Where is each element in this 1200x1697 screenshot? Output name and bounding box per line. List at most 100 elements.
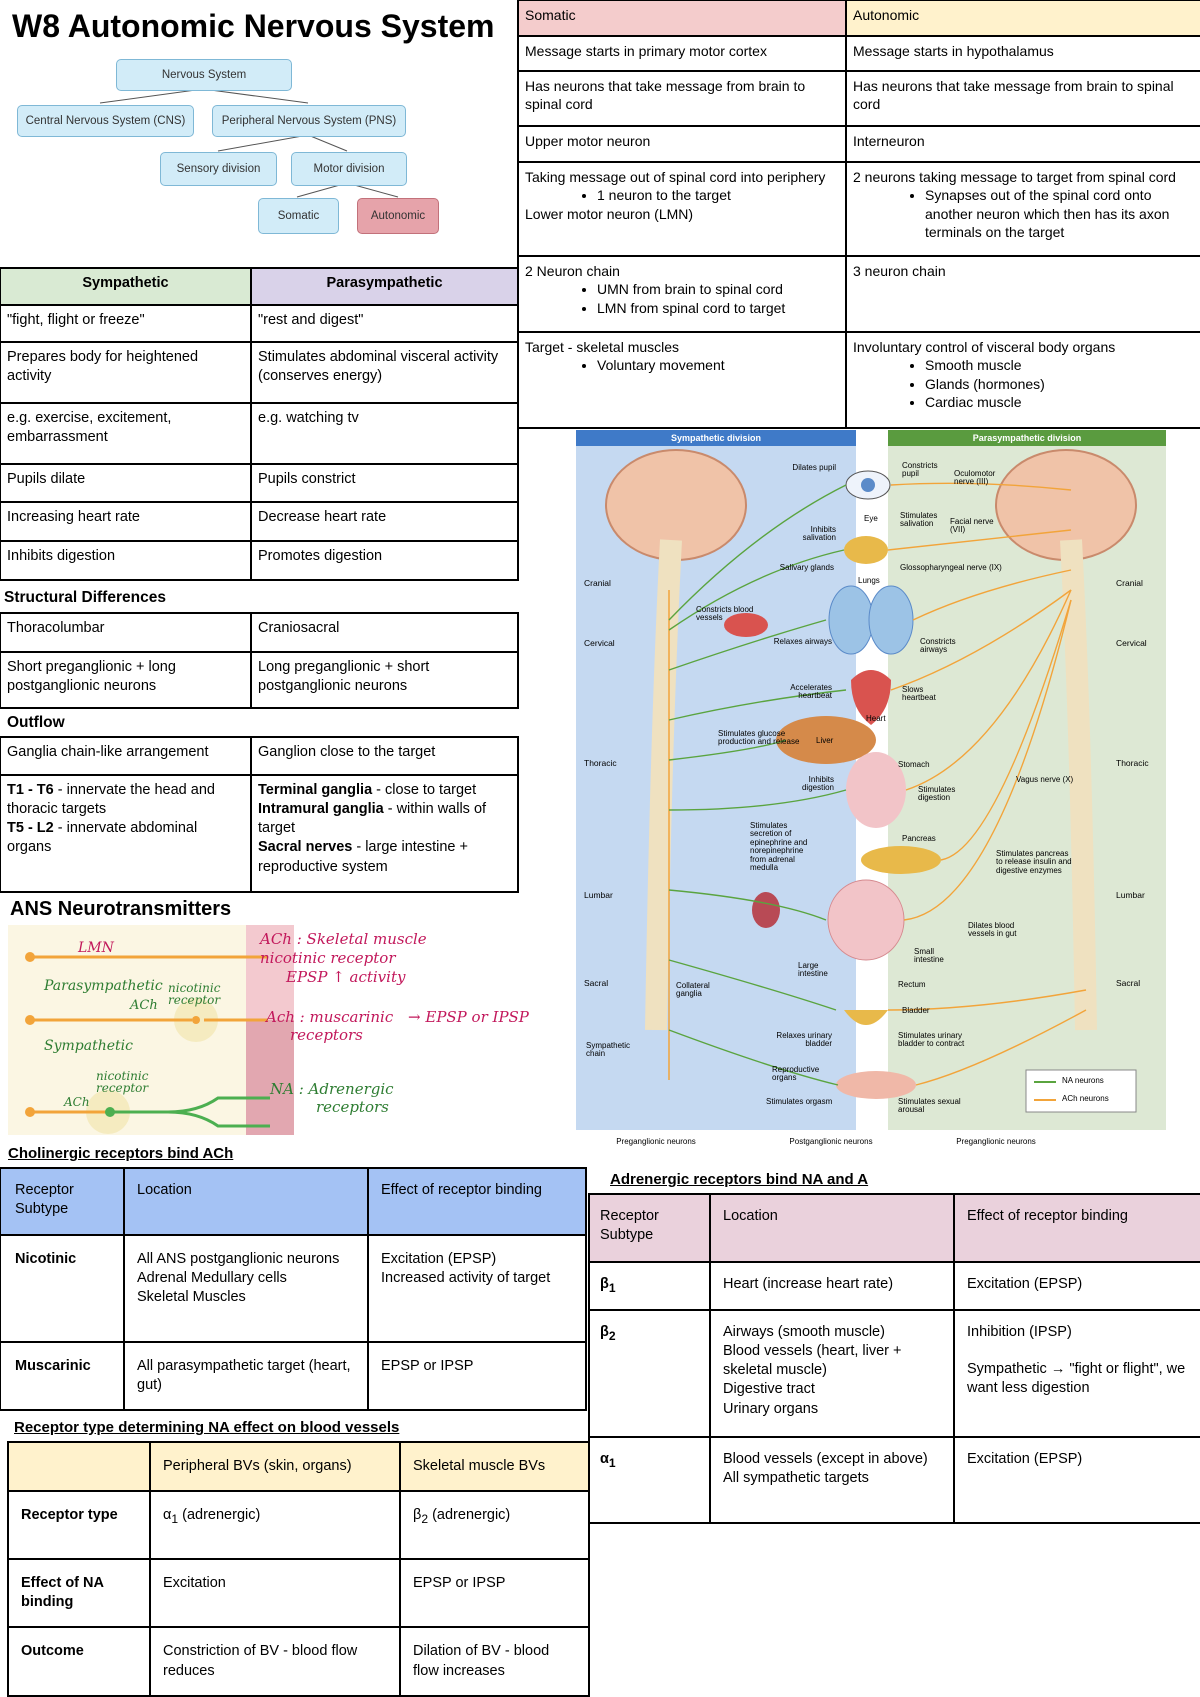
organ-label: Rectum	[898, 980, 926, 989]
region-label: Cranial	[584, 578, 611, 588]
cell: Prepares body for heightened activity	[0, 341, 252, 404]
cell: Thoracolumbar	[0, 612, 252, 653]
diagram-label: Reproductive organs	[772, 1065, 820, 1083]
header-cell: Effect of receptor binding	[953, 1193, 1200, 1263]
header-cell: Location	[123, 1167, 369, 1236]
bullet: UMN from brain to spinal cord	[597, 280, 839, 298]
hw-note2-b: receptors	[290, 1026, 363, 1044]
cell-text: Taking message out of spinal cord into p…	[525, 169, 826, 185]
diagram-label: Relaxes urinary bladder	[776, 1031, 832, 1049]
symbol: β	[600, 1276, 609, 1292]
row-label: Nicotinic	[0, 1234, 125, 1343]
bold-term: Sacral nerves	[258, 839, 353, 856]
row-label: Receptor type	[7, 1490, 151, 1561]
diagram-label: Salivary glands	[779, 563, 834, 572]
diagram-label: Stimulates secretion of epinephrine and …	[750, 821, 808, 872]
organ-label: Stomach	[898, 760, 930, 769]
header-cell: Receptor Subtype	[0, 1167, 125, 1236]
header-cell	[7, 1440, 151, 1493]
text: - large intestine + reproductive system	[258, 839, 468, 875]
hw-note2-c: → EPSP or IPSP	[408, 1008, 529, 1026]
cell: EPSP or IPSP	[367, 1340, 587, 1412]
row-label: β1	[588, 1261, 711, 1311]
bold-term: Terminal ganglia	[258, 782, 373, 798]
bullet: Cardiac muscle	[925, 393, 1196, 411]
diagram-label: Stimulates sexual arousal	[898, 1097, 961, 1115]
bottom-label: Preganglionic neurons	[616, 1137, 696, 1146]
cholinergic-title: Cholinergic receptors bind ACh	[8, 1145, 234, 1162]
cell: Involuntary control of visceral body org…	[845, 331, 1200, 429]
cell: Constriction of BV - blood flow reduces	[149, 1626, 401, 1697]
node-sensory: Sensory division	[160, 152, 277, 186]
receptor-bv-title: Receptor type determining NA effect on b…	[14, 1419, 400, 1436]
hw-sympathetic: Sympathetic	[44, 1038, 133, 1054]
legend-na: NA neurons	[1062, 1076, 1104, 1085]
text: (adrenergic)	[428, 1507, 511, 1524]
cell: 2 Neuron chain UMN from brain to spinal …	[517, 255, 847, 333]
header-cell: Peripheral BVs (skin, organs)	[149, 1440, 401, 1493]
bullet: LMN from spinal cord to target	[597, 299, 839, 317]
cell: Has neurons that take message from brain…	[845, 70, 1200, 127]
ans-organ-diagram: Sympathetic division Parasympathetic div…	[576, 430, 1166, 1162]
region-label: Cervical	[584, 638, 615, 648]
node-somatic: Somatic	[258, 198, 339, 234]
cell: Excitation (EPSP)	[953, 1261, 1200, 1311]
hw-note3-b: receptors	[316, 1098, 389, 1116]
ans-nt-diagram: LMN Parasympathetic Sympathetic ACh nico…	[8, 920, 568, 1140]
cell: Pupils dilate	[0, 463, 252, 503]
diagram-label: Inhibits salivation	[802, 525, 836, 543]
diagram-label: Stimulates urinary bladder to contract	[898, 1031, 965, 1049]
row-label: α1	[588, 1436, 711, 1524]
organ-label: Liver	[816, 736, 834, 745]
cell: e.g. watching tv	[250, 402, 519, 465]
cell: Decrease heart rate	[250, 501, 519, 542]
hw-note1: ACh : Skeletal muscle nicotinic receptor…	[260, 930, 427, 986]
cell-text: 2 neurons taking message to target from …	[853, 169, 1176, 185]
bold-term: T5 - L2	[7, 820, 54, 837]
diagram-label: Constricts pupil	[902, 461, 938, 479]
outflow-heading: Outflow	[7, 714, 65, 731]
region-label: Lumbar	[1116, 890, 1145, 900]
cell: Has neurons that take message from brain…	[517, 70, 847, 127]
cell: Promotes digestion	[250, 540, 519, 581]
cell: β2 (adrenergic)	[399, 1490, 590, 1561]
organ-label: Pancreas	[902, 834, 936, 843]
bold-term: T1 - T6	[7, 782, 54, 798]
cell-text: Sympathetic → "fight or flight", we want…	[967, 1361, 1186, 1397]
cell: Upper motor neuron	[517, 125, 847, 163]
node-motor: Motor division	[291, 152, 407, 186]
cell: Blood vessels (except in above) All symp…	[709, 1436, 955, 1524]
cell: "fight, flight or freeze"	[0, 304, 252, 343]
cell: α1 (adrenergic)	[149, 1490, 401, 1561]
cell: Airways (smooth muscle) Blood vessels (h…	[709, 1309, 955, 1438]
cell: Interneuron	[845, 125, 1200, 163]
hierarchy-diagram: Nervous System Central Nervous System (C…	[0, 55, 470, 255]
cell: Increasing heart rate	[0, 501, 252, 542]
header-cell: Skeletal muscle BVs	[399, 1440, 590, 1493]
adrenergic-title: Adrenergic receptors bind NA and A	[610, 1171, 869, 1188]
cell: Long preganglionic + short postganglioni…	[250, 651, 519, 709]
symbol: α	[600, 1451, 609, 1467]
header-parasympathetic: Parasympathetic	[250, 267, 519, 306]
cell: Ganglia chain-like arrangement	[0, 736, 252, 776]
diagram-label: Stimulates salivation	[900, 511, 938, 529]
diagram-label: Stimulates pancreas to release insulin a…	[996, 849, 1072, 875]
hw-note1-a: ACh : Skeletal muscle	[260, 930, 427, 948]
organ-label: Lungs	[858, 576, 880, 585]
subscript: 2	[421, 1512, 429, 1527]
receptor-bv-table: Peripheral BVs (skin, organs) Skeletal m…	[7, 1440, 590, 1697]
text: - close to target	[372, 782, 477, 798]
row-label: Effect of NA binding	[7, 1558, 151, 1629]
organ-label: Large intestine	[798, 961, 828, 979]
row-label: Outcome	[7, 1626, 151, 1697]
bullet: Synapses out of the spinal cord onto ano…	[925, 186, 1196, 241]
diagram-label: Inhibits digestion	[801, 775, 834, 793]
cell: Message starts in primary motor cortex	[517, 35, 847, 72]
cell: Stimulates abdominal visceral activity (…	[250, 341, 519, 404]
subscript: 2	[608, 1328, 616, 1343]
region-label: Thoracic	[1116, 758, 1149, 768]
diagram-label: Glossopharyngeal nerve (IX)	[900, 563, 1002, 572]
diagram-label: Constricts airways	[920, 637, 956, 655]
node-nervous-system: Nervous System	[116, 59, 292, 91]
cell-text: 2 Neuron chain	[525, 263, 620, 279]
